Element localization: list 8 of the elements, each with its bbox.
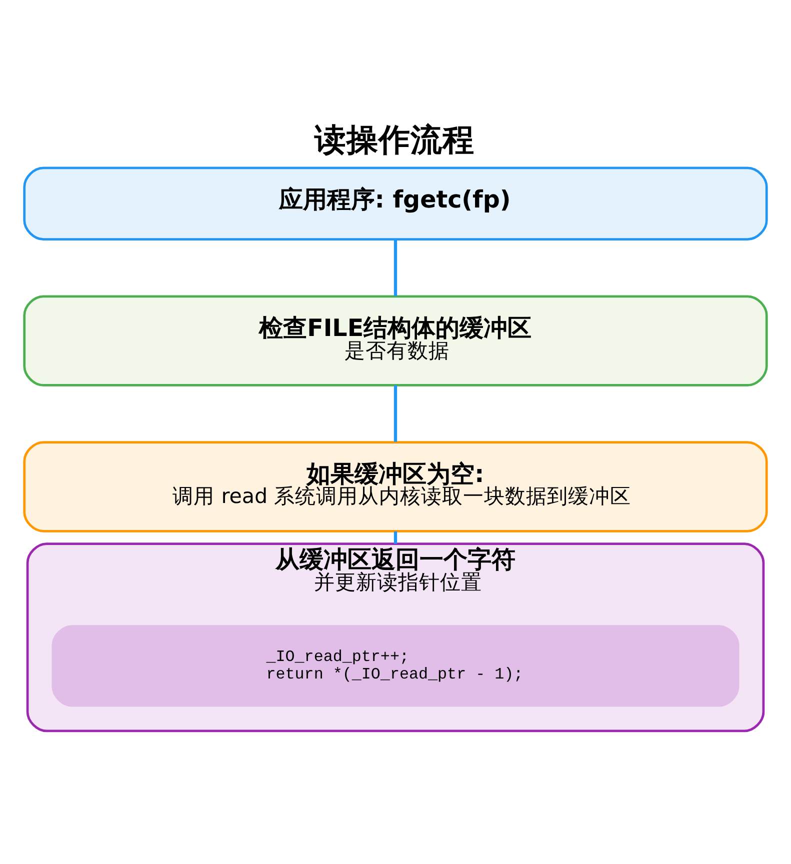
node-box: 检查FILE结构体的缓冲区 是否有数据 [23,295,768,386]
connector [394,531,398,544]
connector [394,240,398,296]
node-box: _IO_read_ptr++; return *(_IO_read_ptr - 1); [52,625,740,707]
connector [394,385,398,442]
node-box: 应用程序: fgetc(fp) [23,166,768,240]
node-box: 如果缓冲区为空: 调用 read 系统调用从内核读取一块数据到缓冲区 [23,441,768,532]
diagram-title: 读操作流程 [314,122,475,158]
